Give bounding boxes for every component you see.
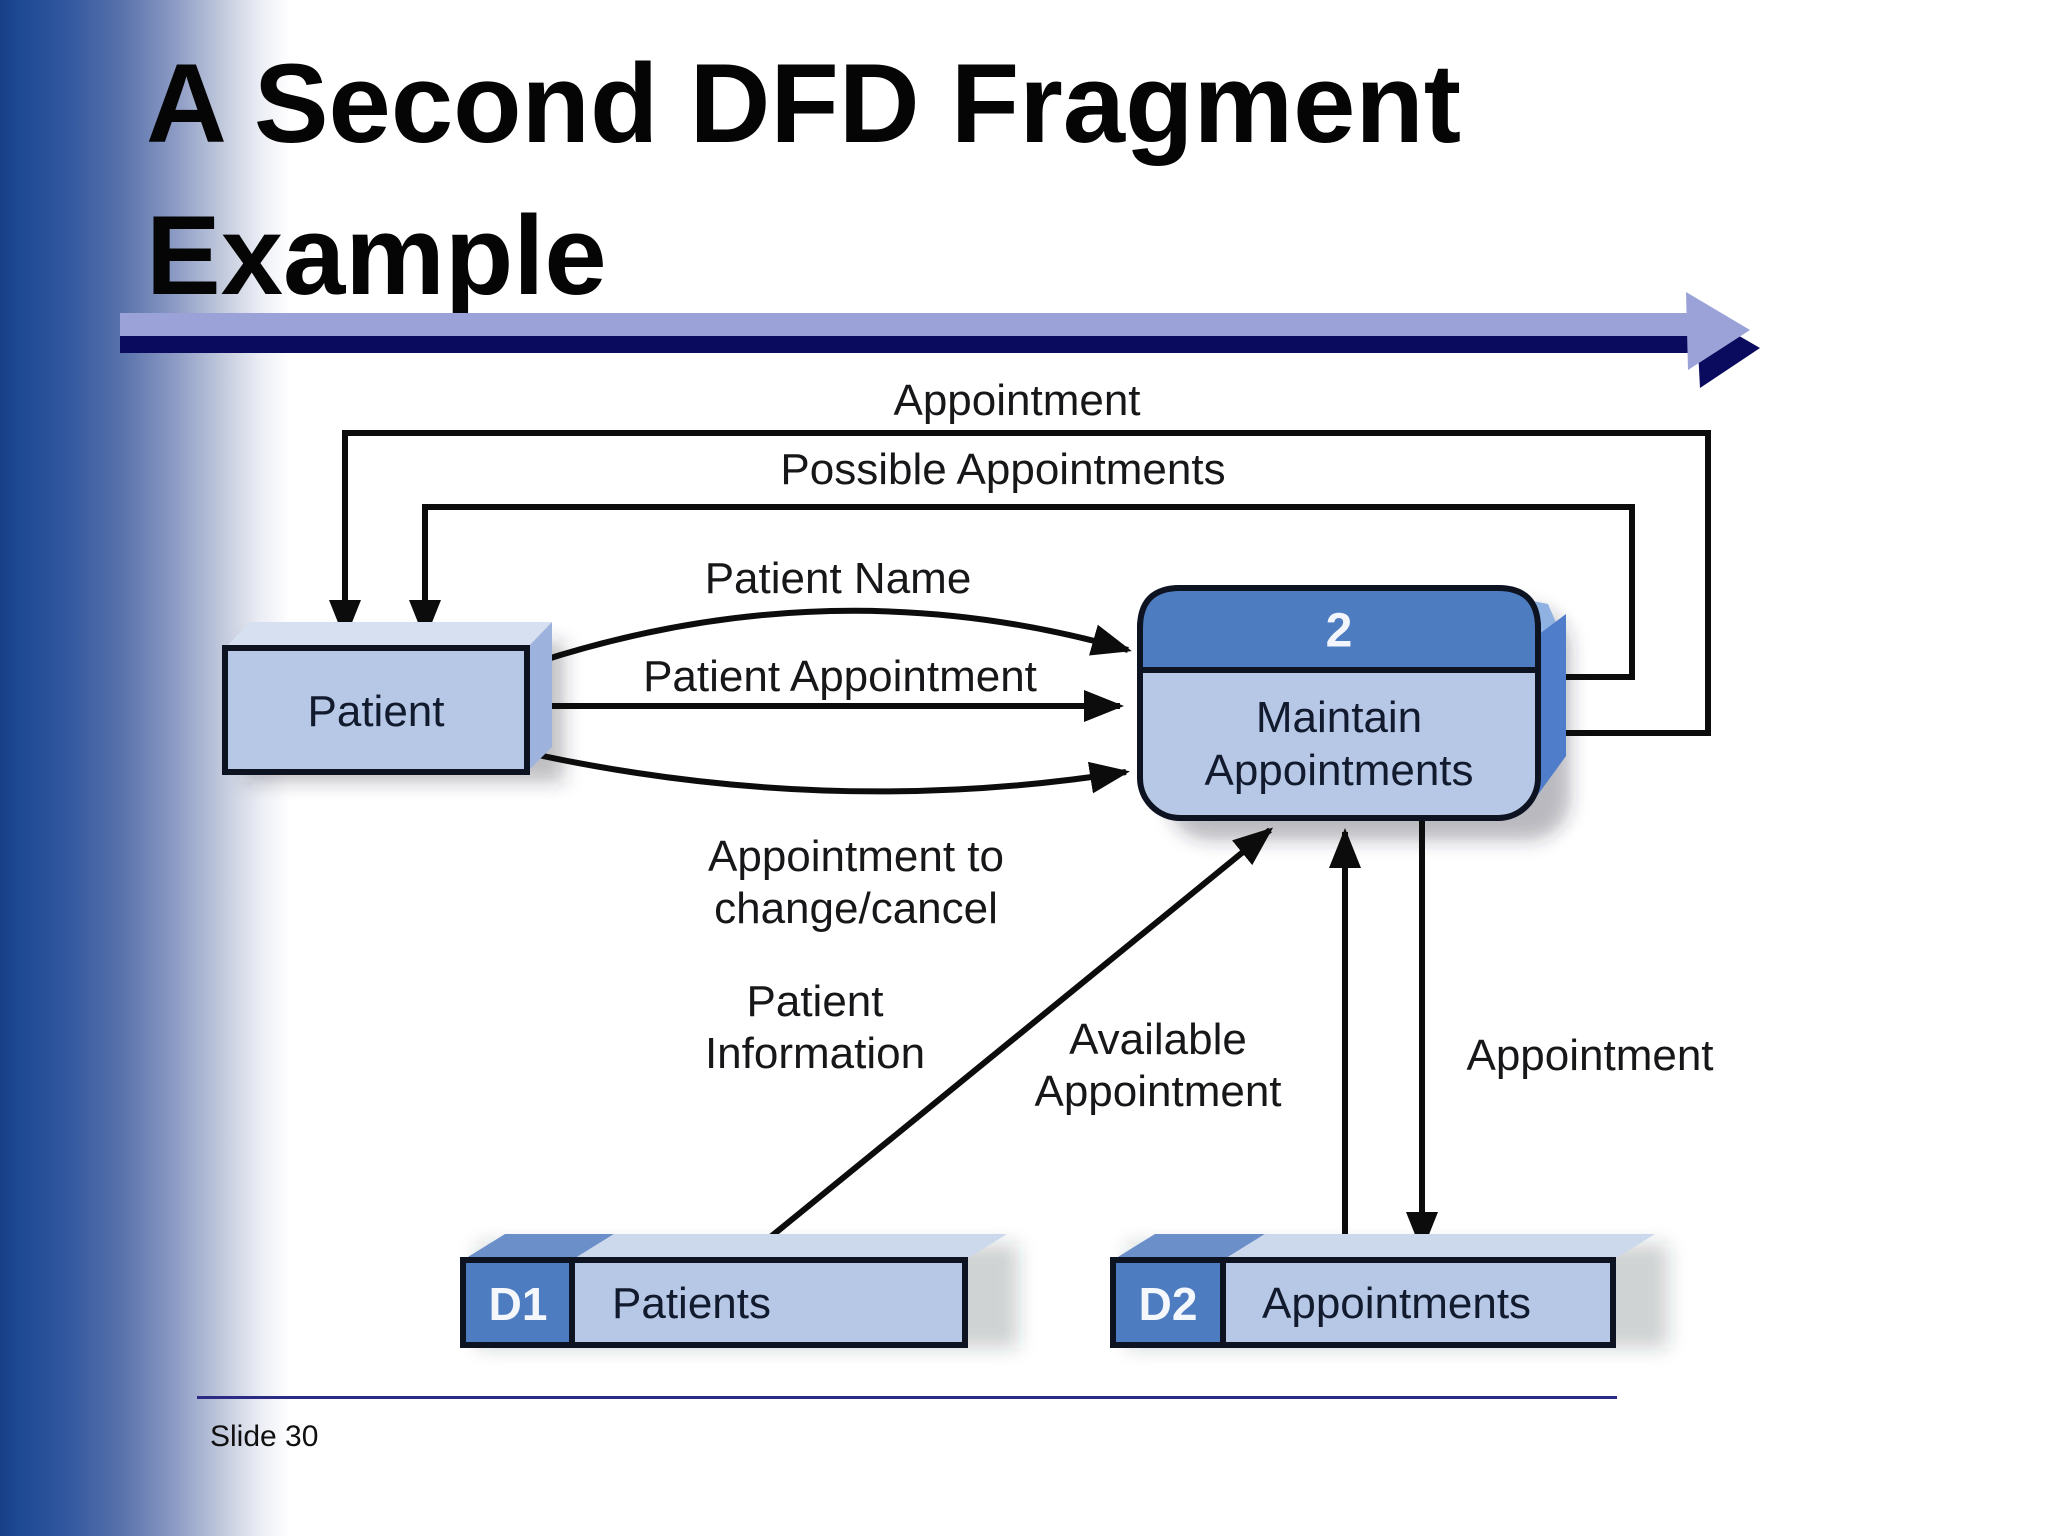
d2-tag-label: D2: [1138, 1278, 1198, 1330]
d1-tag-label: D1: [488, 1278, 548, 1330]
process-header: [1137, 585, 1541, 673]
slide-number: Slide 30: [210, 1420, 319, 1453]
flow-patient-information: [755, 827, 1274, 1251]
flow-label-appointment-change-line2: change/cancel: [714, 884, 998, 933]
flow-label-patient-information: Patient Information: [705, 976, 925, 1080]
flow-label-available-appointment-line1: Available: [1069, 1015, 1247, 1065]
d1-top-face: [572, 1234, 1007, 1260]
d2-body: [1220, 1257, 1616, 1348]
flow-patient-name: [537, 607, 1132, 665]
process-maintain-appointments: [1137, 585, 1566, 821]
process-name: Maintain Appointments: [1204, 692, 1473, 798]
title-arrow: [120, 292, 1760, 388]
flow-lines: [329, 430, 1711, 1256]
flow-appointment-change: [537, 752, 1130, 795]
datastore-d1: [460, 1234, 1007, 1348]
title-arrowhead: [1686, 292, 1750, 370]
d2-tag-top-face: [1113, 1234, 1265, 1260]
flow-label-available-appointment: Available Appointment: [1034, 1014, 1281, 1118]
flow-label-possible-appointments: Possible Appointments: [780, 445, 1226, 495]
flow-label-patient-information-line1: Patient: [746, 977, 884, 1027]
process-name-line1: Maintain: [1255, 693, 1423, 743]
flow-label-appointment-return: Appointment: [893, 376, 1141, 426]
datastore-d2: [1110, 1234, 1655, 1348]
patient-entity: [222, 622, 552, 775]
page-title-line1: A Second DFD Fragment: [146, 41, 1462, 166]
page-title: A Second DFD Fragment Example: [146, 28, 1461, 332]
process-number: 2: [1325, 604, 1353, 658]
process-side-face: [1534, 614, 1566, 800]
footer-divider: [197, 1396, 1617, 1399]
d1-body: [569, 1257, 968, 1348]
flow-label-appointment-change: Appointment to change/cancel: [708, 831, 1004, 935]
flow-label-available-appointment-line2: Appointment: [1034, 1067, 1282, 1116]
d2-name-label: Appointments: [1262, 1279, 1532, 1328]
d2-tag: [1110, 1257, 1226, 1348]
patient-side-face: [527, 622, 552, 772]
flow-possible-appointments: [409, 504, 1635, 680]
process-name-line2: Appointments: [1204, 746, 1474, 795]
patient-entity-label: Patient: [307, 687, 445, 736]
patient-top-face: [225, 622, 552, 648]
flow-label-patient-information-line2: Information: [704, 1029, 926, 1078]
page-title-line2: Example: [146, 193, 607, 318]
d2-top-face: [1223, 1234, 1655, 1260]
flow-label-patient-name: Patient Name: [704, 554, 972, 604]
d1-tag: [460, 1257, 575, 1348]
flow-label-patient-appointment: Patient Appointment: [643, 652, 1037, 702]
patient-box: [222, 645, 530, 775]
flow-appointment-return: [329, 430, 1711, 736]
d1-tag-top-face: [463, 1234, 614, 1260]
d1-name-label: Patients: [612, 1279, 771, 1328]
flow-label-appointment-change-line1: Appointment to: [708, 832, 1004, 882]
flow-label-appointment-store: Appointment: [1466, 1031, 1714, 1081]
